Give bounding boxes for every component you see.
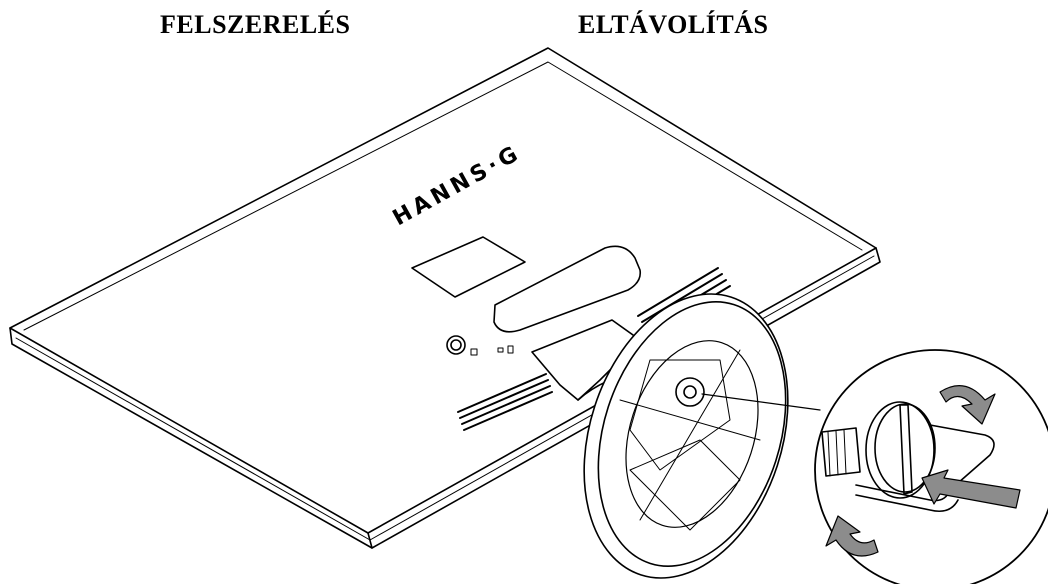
remove-heading: ELTÁVOLÍTÁS xyxy=(578,10,769,39)
vent-grille-left xyxy=(457,373,553,431)
install-heading: FELSZERELÉS xyxy=(160,10,351,39)
screw-detail-illustration xyxy=(814,349,1048,584)
monitor-back-illustration xyxy=(9,47,881,549)
rotate-arrow-icon xyxy=(825,385,996,557)
stand-base-illustration xyxy=(583,293,821,579)
push-arrow-icon xyxy=(921,469,1021,509)
brand-logo: HANNS·G xyxy=(389,140,526,231)
